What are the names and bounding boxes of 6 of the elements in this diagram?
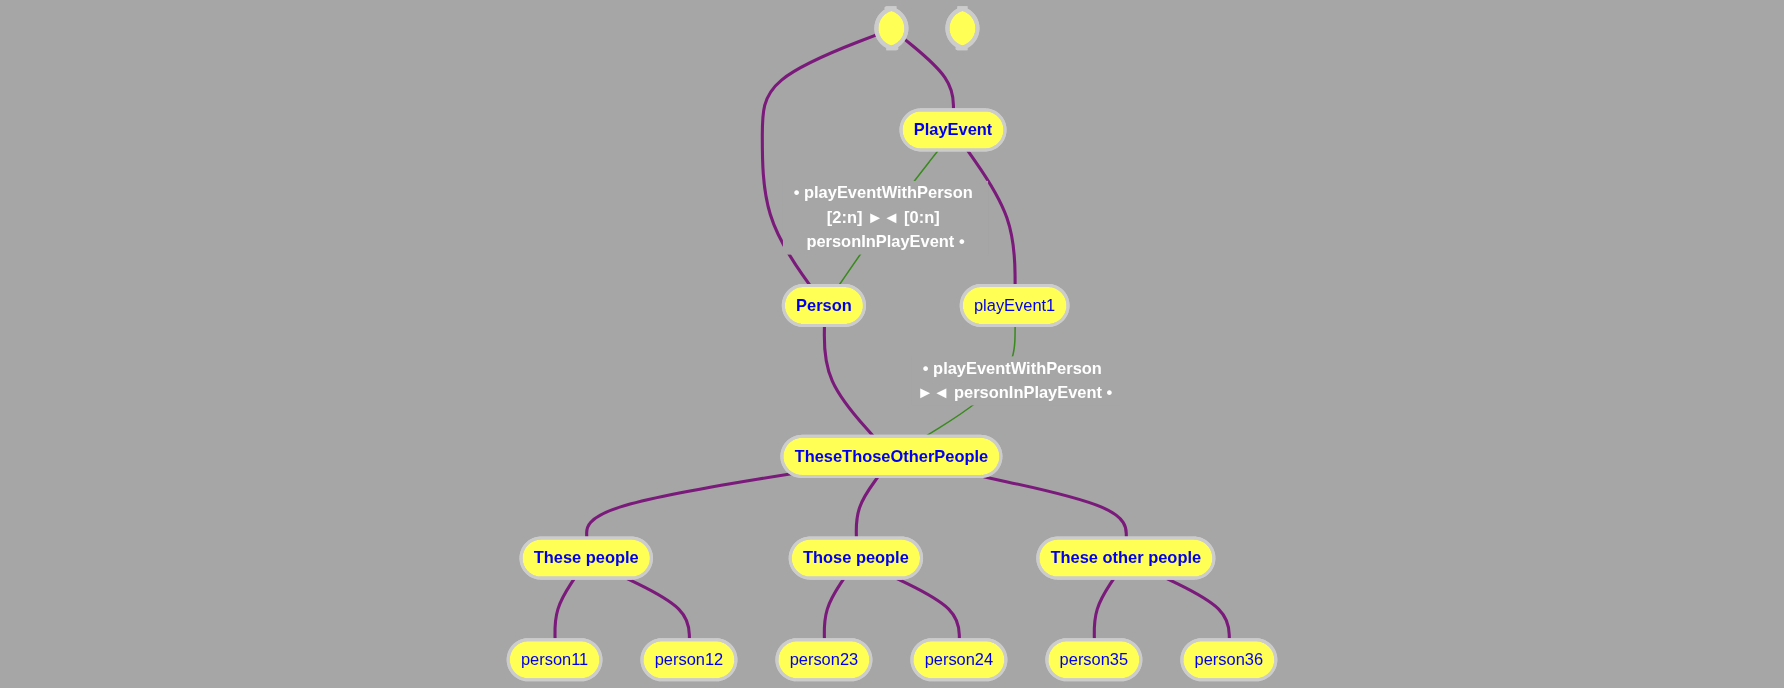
edge-label: • playEventWithPerson ►◄ personInPlayEvent • xyxy=(916,359,1113,402)
edge-label: • playEventWithPerson [2:n] ►◄ [0:n] personInPlayEvent • xyxy=(793,183,973,251)
connector xyxy=(585,472,792,539)
connector xyxy=(854,476,880,539)
connector xyxy=(983,475,1128,539)
connector xyxy=(966,149,1017,286)
